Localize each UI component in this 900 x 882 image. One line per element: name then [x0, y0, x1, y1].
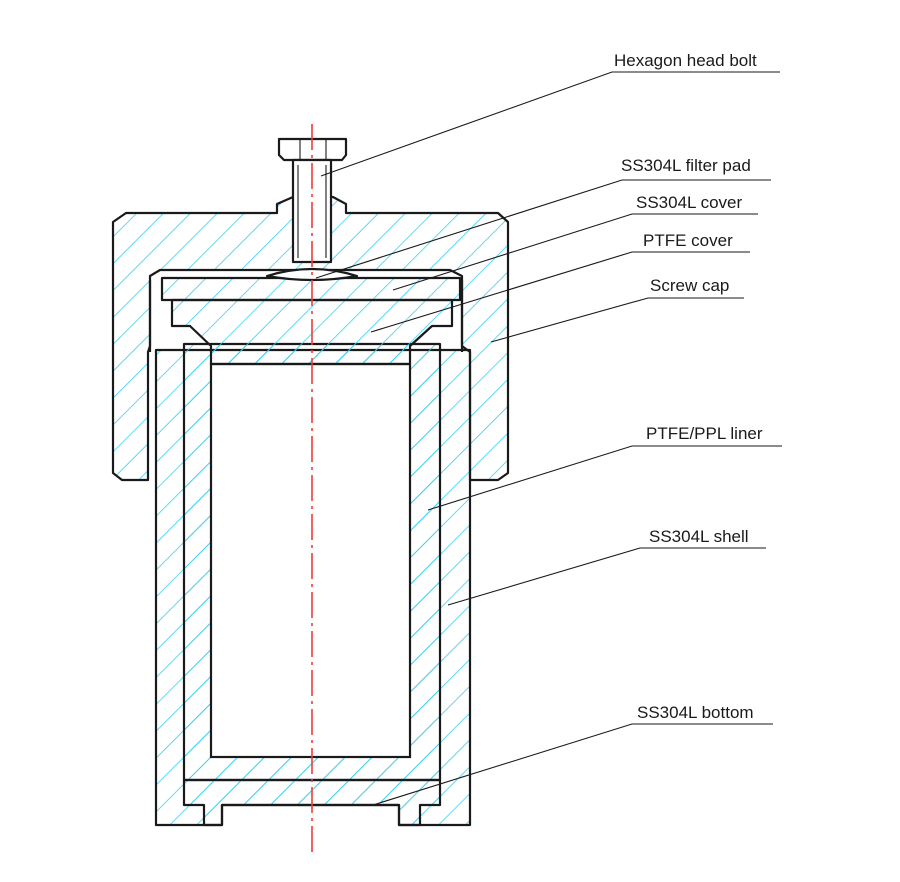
- label-screw-cap: Screw cap: [650, 276, 729, 295]
- label-filter-pad: SS304L filter pad: [621, 156, 751, 175]
- leader-lines: [315, 71, 782, 806]
- leader-filter-pad: [315, 179, 771, 279]
- leader-ss-cover: [392, 213, 758, 291]
- leader-liner: [427, 445, 782, 511]
- label-bottom: SS304L bottom: [637, 703, 754, 722]
- label-ptfe-cover: PTFE cover: [643, 231, 733, 250]
- screw-cap-inner-edge: [148, 280, 464, 352]
- leader-shell: [447, 547, 766, 606]
- ss304l-cover: [160, 276, 462, 302]
- leader-bolt: [320, 71, 780, 177]
- label-ss-cover: SS304L cover: [636, 193, 742, 212]
- leader-ptfe-cover: [370, 251, 750, 333]
- leader-bottom: [372, 723, 773, 806]
- leader-screw-cap: [490, 297, 744, 343]
- label-shell: SS304L shell: [649, 527, 749, 546]
- liner-cavity: [209, 362, 412, 759]
- label-hexagon-head-bolt: Hexagon head bolt: [614, 51, 757, 70]
- label-liner: PTFE/PPL liner: [646, 424, 763, 443]
